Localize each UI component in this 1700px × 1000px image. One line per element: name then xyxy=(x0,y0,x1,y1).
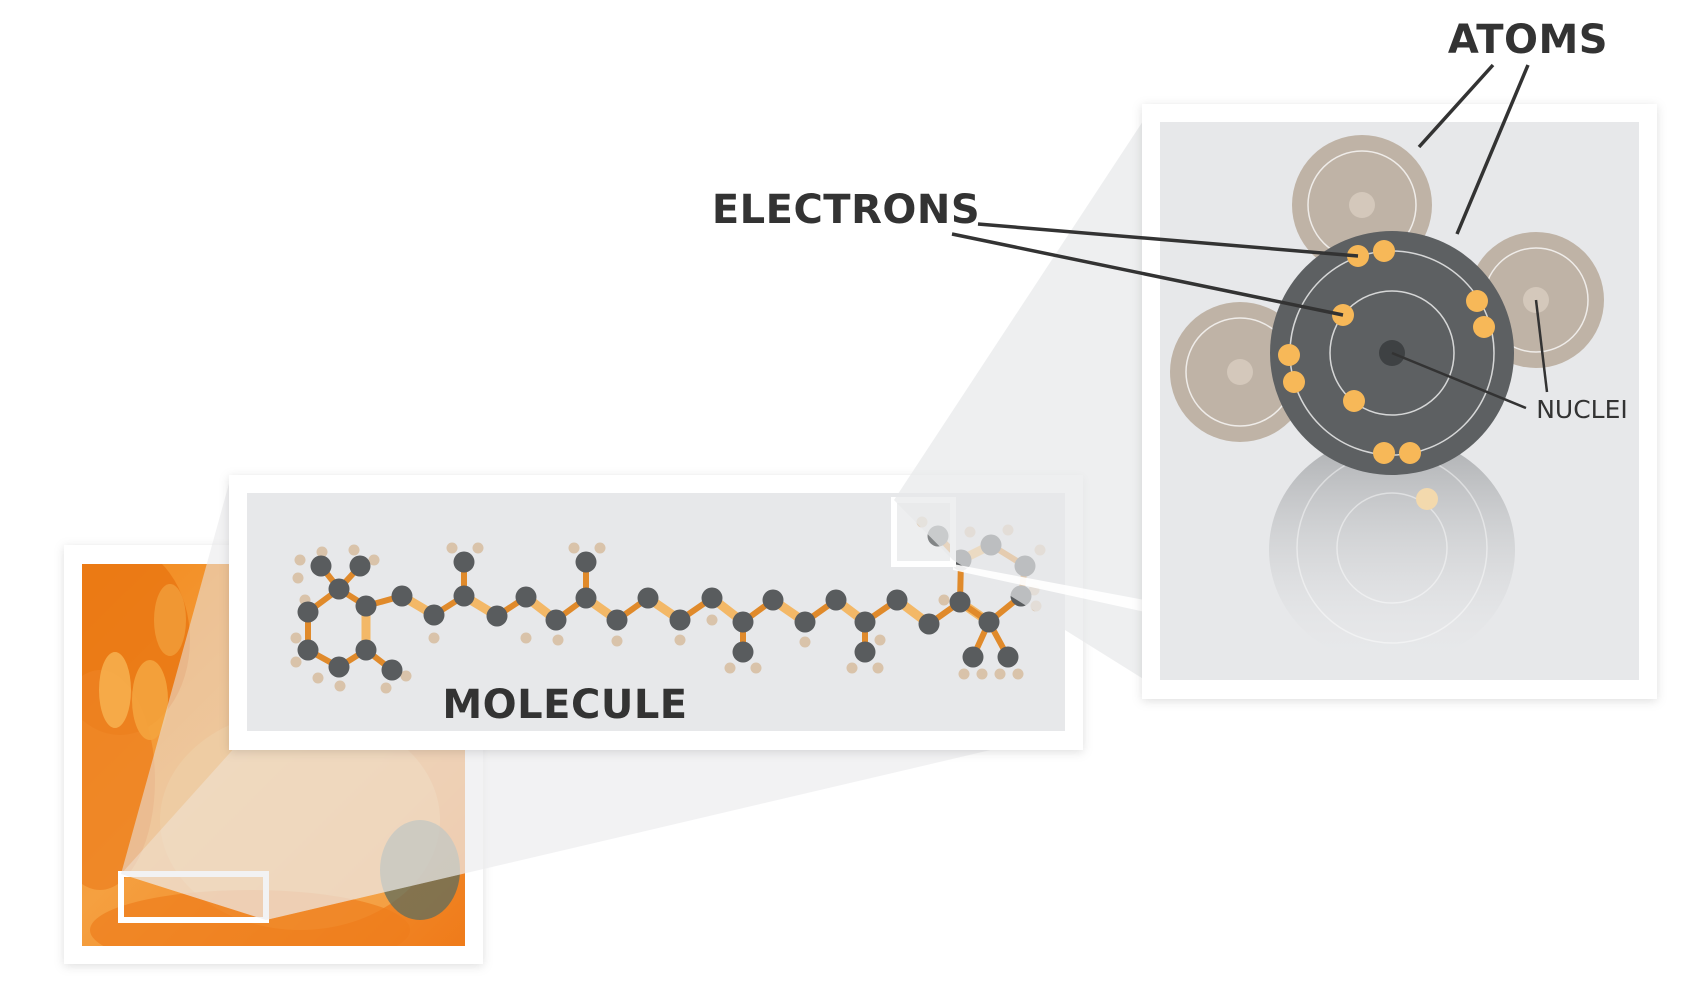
hydrogen-atom xyxy=(976,668,988,680)
carbon-atom xyxy=(328,656,350,678)
carbon-atom xyxy=(391,585,413,607)
carbon-atom xyxy=(355,639,377,661)
carbon-atom xyxy=(918,613,940,635)
electrons-leader-line xyxy=(951,232,1344,317)
carbon-atom xyxy=(794,611,816,633)
hydrogen-atom xyxy=(290,632,302,644)
hydrogen-atom xyxy=(958,668,970,680)
electron xyxy=(1466,290,1488,312)
hydrogen-atom xyxy=(799,636,811,648)
electron xyxy=(1373,442,1395,464)
carbon-atom xyxy=(854,611,876,633)
carbon-atom xyxy=(637,587,659,609)
carbon-atom xyxy=(355,595,377,617)
hydrogen-atom xyxy=(994,668,1006,680)
faded-atom xyxy=(1269,435,1515,665)
carbon-atom xyxy=(453,551,475,573)
carbon-atom xyxy=(349,555,371,577)
carbon-atom xyxy=(575,551,597,573)
hydrogen-atom xyxy=(552,634,564,646)
carbon-atom xyxy=(297,639,319,661)
atoms-leader-line xyxy=(1455,64,1530,235)
carbon-atom xyxy=(962,646,984,668)
hydrogen-atom xyxy=(706,614,718,626)
hydrogen-atom xyxy=(290,656,302,668)
electron xyxy=(1399,442,1421,464)
carbon-atom xyxy=(978,611,1000,633)
carbon-atom xyxy=(515,586,537,608)
carbon-atom xyxy=(453,585,475,607)
carbon-atom xyxy=(423,604,445,626)
carbon-atom xyxy=(486,605,508,627)
electrons-label: ELECTRONS xyxy=(712,187,980,233)
hydrogen-atom xyxy=(872,662,884,674)
carbon-atom xyxy=(732,611,754,633)
carbon-atom xyxy=(575,587,597,609)
hydrogen-atom xyxy=(750,662,762,674)
hydrogen-atom xyxy=(428,632,440,644)
hydrogen-atom xyxy=(312,672,324,684)
hydrogen-atom xyxy=(611,635,623,647)
hydrogen-atom xyxy=(1012,668,1024,680)
hydrogen-atom xyxy=(938,594,950,606)
hydrogen-atom xyxy=(472,542,484,554)
electron xyxy=(1278,344,1300,366)
carbon-atom xyxy=(606,609,628,631)
hydrogen-atom xyxy=(368,554,380,566)
electrons-leader-line xyxy=(977,222,1359,258)
hydrogen-atom xyxy=(724,662,736,674)
carbon-atom xyxy=(669,609,691,631)
nuclei-callout: NUCLEI xyxy=(1391,299,1628,424)
carbon-atom xyxy=(701,587,723,609)
carbon-atom xyxy=(825,589,847,611)
hydrogen-atom xyxy=(400,670,412,682)
nuclei-label: NUCLEI xyxy=(1536,395,1628,424)
nuclei-leader-line xyxy=(1534,299,1549,393)
hydrogen-atom xyxy=(292,572,304,584)
carbon-atom xyxy=(949,591,971,613)
carbon-atom xyxy=(854,641,876,663)
atoms-panel xyxy=(1142,104,1657,699)
hydrogen-atom xyxy=(520,632,532,644)
carbon-atom xyxy=(886,589,908,611)
electron xyxy=(1473,316,1495,338)
atoms-leader-line xyxy=(1417,63,1495,149)
hydrogen-atom xyxy=(348,544,360,556)
carbon-atom xyxy=(732,641,754,663)
carbon-atom xyxy=(328,578,350,600)
carbon-atom xyxy=(997,646,1019,668)
carbon-atom xyxy=(310,555,332,577)
hydrogen-atom xyxy=(568,542,580,554)
hydrogen-atom xyxy=(380,682,392,694)
nuclei-leader-line xyxy=(1391,351,1527,410)
molecule-label: MOLECULE xyxy=(442,682,687,728)
electron-faded xyxy=(1416,488,1438,510)
hydrogen-atom xyxy=(294,554,306,566)
carbon-atom xyxy=(762,589,784,611)
hydrogen-atom xyxy=(674,634,686,646)
electrons-callout: ELECTRONS xyxy=(712,187,1359,317)
electron xyxy=(1283,371,1305,393)
atoms-label: ATOMS xyxy=(1448,17,1608,63)
hydrogen-atom xyxy=(446,542,458,554)
carbon-atom xyxy=(545,609,567,631)
electron xyxy=(1343,390,1365,412)
hydrogen-atom xyxy=(846,662,858,674)
carbon-atom xyxy=(297,601,319,623)
zoom-cone-molecule xyxy=(894,118,1145,680)
hydrogen-atom xyxy=(594,542,606,554)
carbon-atom xyxy=(381,659,403,681)
hydrogen-atom xyxy=(874,634,886,646)
electron xyxy=(1373,240,1395,262)
hydrogen-atom xyxy=(316,546,328,558)
hydrogen-atom xyxy=(334,680,346,692)
molecule-panel: MOLECULE xyxy=(229,475,1083,750)
atoms-callout: ATOMS xyxy=(1417,17,1608,235)
